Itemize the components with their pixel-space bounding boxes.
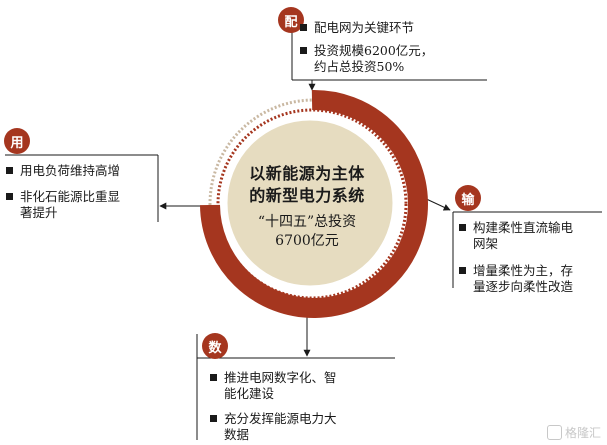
center-investment-line2: 6700亿元 [275,233,339,249]
pei-item-2-line2: 约占总投资50% [314,59,405,74]
yong-item-2-line2: 著提升 [20,205,58,220]
center-investment-line1: “十四五”总投资 [257,214,357,230]
shu-item-2-line2: 量逐步向柔性改造 [473,279,574,294]
ring-arc-thick [200,89,428,318]
badge-shu2: 数 [202,333,228,359]
square-bullet-icon [210,374,217,381]
shu-item-1-line2: 网架 [473,236,499,251]
square-bullet-icon [300,24,307,31]
square-bullet-icon [210,415,217,422]
square-bullet-icon [6,193,13,200]
badge-yong: 用 [4,128,30,154]
pei-item-2-line1: 投资规模6200亿元， [314,43,434,58]
ring-arc-thin [208,98,313,206]
square-bullet-icon [459,267,466,274]
center-circle [224,117,396,289]
outer-ring [200,89,428,318]
yong-item-1: 用电负荷维持高增 [6,163,156,179]
shu2-item-2-line2: 数据 [224,427,250,442]
shu-item-1: 构建柔性直流输电 网架 [459,220,604,252]
badge-pei: 配 [278,7,304,33]
shu2-item-1-line1: 推进电网数字化、智 [224,370,337,385]
shu2-item-1: 推进电网数字化、智 能化建设 [210,370,395,402]
yong-item-2: 非化石能源比重显 著提升 [6,189,156,221]
badge-shu: 输 [455,185,481,211]
yong-item-1-text: 用电负荷维持高增 [20,163,121,178]
shu-item-2: 增量柔性为主，存 量逐步向柔性改造 [459,263,604,295]
pei-item-1: 配电网为关键环节 [300,20,490,36]
shu-item-1-line1: 构建柔性直流输电 [473,220,574,235]
shu2-item-1-line2: 能化建设 [224,386,275,401]
shu2-item-2: 充分发挥能源电力大 数据 [210,411,395,443]
watermark-logo-icon [546,425,562,440]
ring-dashed-edge [216,108,408,300]
center-title-line2: 的新型电力系统 [249,186,365,205]
center-title-line1: 以新能源为主体 [249,164,365,183]
square-bullet-icon [459,224,466,231]
pei-item-1-text: 配电网为关键环节 [314,20,415,35]
shu-item-2-line1: 增量柔性为主，存 [473,263,574,278]
square-bullet-icon [300,47,307,54]
watermark: 格隆汇 [546,424,601,441]
square-bullet-icon [6,167,13,174]
yong-item-2-line1: 非化石能源比重显 [20,189,121,204]
shu2-item-2-line1: 充分发挥能源电力大 [224,411,337,426]
watermark-text: 格隆汇 [564,426,601,440]
pei-item-2: 投资规模6200亿元， 约占总投资50% [300,43,490,75]
